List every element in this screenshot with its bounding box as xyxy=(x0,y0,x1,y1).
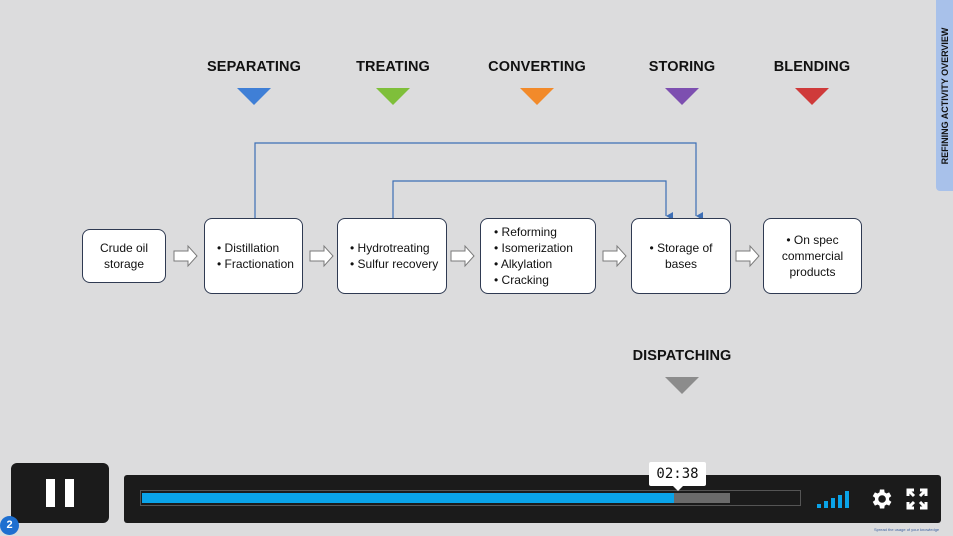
pause-icon xyxy=(46,479,55,507)
sulfur-recovery-item: Sulfur recovery xyxy=(350,256,439,272)
storage-of-bases-box: • Storage of bases xyxy=(631,218,731,294)
products-line-3: products xyxy=(789,265,836,279)
converting-triangle-icon xyxy=(520,88,554,105)
hydrotreating-box: Hydrotreating Sulfur recovery xyxy=(337,218,447,294)
slide-number-badge: 2 xyxy=(0,516,19,535)
player-control-bar xyxy=(124,475,941,523)
storing-triangle-icon xyxy=(665,88,699,105)
stage-label-treating: TREATING xyxy=(356,59,430,75)
side-tab-label: REFINING ACTIVITY OVERVIEW xyxy=(939,27,950,164)
crude-line-1: Crude oil xyxy=(99,241,149,255)
isomerization-item: Isomerization xyxy=(494,240,573,256)
cracking-item: Cracking xyxy=(494,272,573,288)
stage-label-storing: STORING xyxy=(648,59,716,75)
pause-icon-bar xyxy=(65,479,74,507)
fractionation-item: Fractionation xyxy=(217,256,294,272)
side-tab[interactable]: REFINING ACTIVITY OVERVIEW xyxy=(936,0,953,191)
separating-triangle-icon xyxy=(237,88,271,105)
stage-label-dispatching: DISPATCHING xyxy=(632,348,732,364)
alkylation-item: Alkylation xyxy=(494,256,573,272)
reforming-item: Reforming xyxy=(494,224,573,240)
stage-label-separating: SEPARATING xyxy=(207,59,301,75)
distillation-item: Distillation xyxy=(217,240,294,256)
gear-icon[interactable] xyxy=(868,486,894,512)
dispatching-triangle-icon xyxy=(665,377,699,394)
stage-label-converting: CONVERTING xyxy=(488,59,586,75)
seek-bar[interactable] xyxy=(140,490,801,506)
pause-button[interactable] xyxy=(11,463,109,523)
commercial-products-box: • On spec commercial products xyxy=(763,218,862,294)
time-tooltip: 02:38 xyxy=(649,462,706,491)
tagline-text: Spread the usage of your knowledge xyxy=(874,527,940,532)
treating-triangle-icon xyxy=(376,88,410,105)
fullscreen-icon[interactable] xyxy=(906,488,928,510)
stage-label-blending: BLENDING xyxy=(773,59,851,75)
blending-triangle-icon xyxy=(795,88,829,105)
distillation-box: Distillation Fractionation xyxy=(204,218,303,294)
crude-oil-storage-box: Crude oil storage xyxy=(82,229,166,283)
storage-line-1: • Storage of xyxy=(649,241,713,255)
storage-line-2: bases xyxy=(664,257,698,271)
volume-icon[interactable] xyxy=(817,488,855,510)
products-line-1: • On spec xyxy=(786,233,839,247)
crude-line-2: storage xyxy=(103,257,145,271)
seek-bar-played xyxy=(142,493,674,503)
conversion-box: Reforming Isomerization Alkylation Crack… xyxy=(480,218,596,294)
products-line-2: commercial xyxy=(781,249,844,263)
hydrotreating-item: Hydrotreating xyxy=(350,240,438,256)
